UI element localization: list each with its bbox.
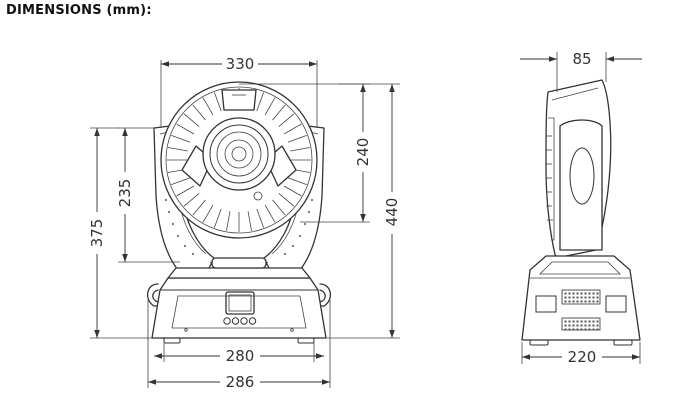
- led-ring-tick: [283, 123, 302, 135]
- dim-240: 240: [354, 138, 372, 167]
- led-ring-tick: [278, 193, 295, 207]
- led-ring-tick: [183, 113, 200, 127]
- dim-235: 235: [116, 179, 134, 208]
- dim-330: 330: [226, 55, 255, 73]
- led-ring-tick: [202, 97, 214, 116]
- led-ring-tick: [278, 113, 295, 127]
- dimensions-title: DIMENSIONS (mm):: [6, 3, 152, 18]
- side-dimensions: 85 220: [520, 50, 642, 366]
- led-ring-tick: [272, 104, 286, 121]
- dim-280: 280: [226, 347, 255, 365]
- led-ring-tick: [168, 147, 188, 152]
- dim-375: 375: [88, 219, 106, 248]
- led-ring-tick: [283, 185, 302, 197]
- led-ring-tick: [264, 97, 276, 116]
- led-ring-tick: [287, 134, 307, 143]
- led-ring-tick: [256, 208, 265, 228]
- led-ring-tick: [264, 204, 276, 223]
- led-ring-tick: [202, 204, 214, 223]
- led-ring-tick: [256, 92, 265, 112]
- led-ring-tick: [171, 177, 191, 186]
- led-ring-tick: [176, 123, 195, 135]
- led-ring-tick: [213, 208, 222, 228]
- led-ring-tick: [183, 193, 200, 207]
- led-ring-tick: [192, 104, 206, 121]
- dim-286: 286: [226, 373, 255, 391]
- led-ring-tick: [226, 211, 231, 231]
- front-head: [160, 81, 318, 269]
- side-yoke: [559, 119, 603, 251]
- led-ring-tick: [272, 199, 286, 216]
- front-base: [147, 277, 331, 344]
- led-ring-tick: [287, 177, 307, 186]
- led-ring-tick: [176, 185, 195, 197]
- dim-85: 85: [572, 50, 591, 68]
- front-view: 330 240 440 235 375: [88, 55, 401, 391]
- dim-220: 220: [568, 348, 597, 366]
- side-view: 85 220: [520, 50, 642, 366]
- led-ring-tick: [290, 147, 310, 152]
- led-ring-tick: [247, 211, 252, 231]
- side-base: [521, 255, 641, 346]
- dim-440: 440: [383, 198, 401, 227]
- led-ring-tick: [171, 134, 191, 143]
- led-ring-tick: [213, 92, 222, 112]
- front-dimensions: 330 240 440 235 375: [88, 55, 401, 391]
- led-ring-tick: [192, 199, 206, 216]
